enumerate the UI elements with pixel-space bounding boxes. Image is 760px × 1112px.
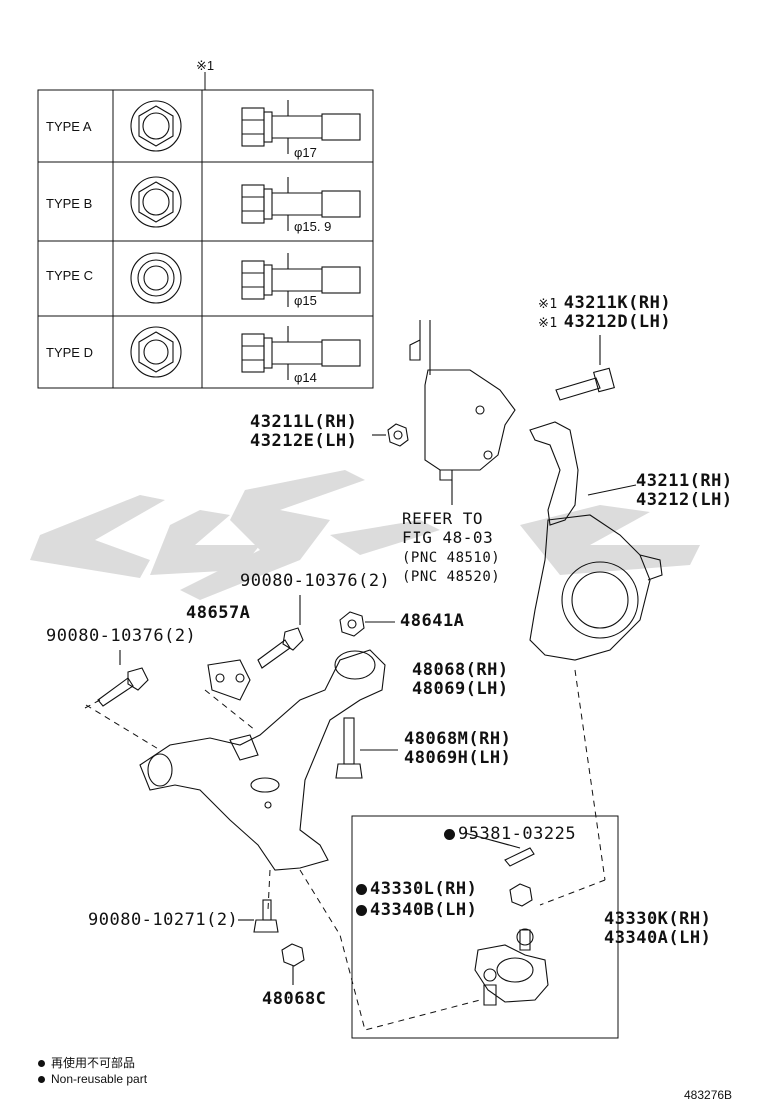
legend-chinese-text: 再使用不可部品: [51, 1056, 136, 1070]
part-43212: 43212(LH): [636, 490, 733, 510]
type-c-label: TYPE C: [46, 268, 93, 283]
type-a-dim: φ17: [294, 145, 317, 160]
part-48068C: 48068C: [262, 989, 327, 1009]
type-a-label: TYPE A: [46, 119, 92, 134]
type-c-dim: φ15: [294, 293, 317, 308]
legend-dot: [38, 1060, 45, 1068]
part-43340B-label: 43340B(LH): [370, 900, 478, 920]
diagram-code: 483276B: [684, 1088, 733, 1102]
part-43330L-label: 43330L(RH): [370, 879, 478, 899]
part-43211: 43211(RH): [636, 471, 733, 491]
part-48069: 48069(LH): [412, 679, 509, 699]
part-48068: 48068(RH): [412, 660, 509, 680]
part-43211K: ※1 43211K(RH): [538, 294, 671, 314]
part-48069H: 48069H(LH): [404, 748, 512, 768]
type-b-label: TYPE B: [46, 196, 93, 211]
legend-dot: [38, 1076, 45, 1084]
refer-line-2: FIG 48-03: [402, 528, 494, 547]
non-reusable-dot: [356, 905, 367, 916]
part-48068M: 48068M(RH): [404, 729, 512, 749]
part-43211L: 43211L(RH): [250, 412, 358, 432]
part-43212E: 43212E(LH): [250, 431, 358, 451]
part-43340A: 43340A(LH): [604, 928, 712, 948]
non-reusable-dot: [356, 884, 367, 895]
part-43212D-label: 43212D(LH): [563, 312, 672, 332]
part-95381: 95381-03225: [444, 825, 576, 843]
legend-chinese: 再使用不可部品: [38, 1054, 135, 1071]
non-reusable-dot: [444, 829, 455, 840]
part-43330L: 43330L(RH): [356, 880, 477, 898]
part-48657A: 48657A: [186, 603, 251, 623]
legend-english-text: Non-reusable part: [51, 1072, 148, 1086]
refer-line-1: REFER TO: [402, 509, 484, 528]
part-48641A: 48641A: [400, 611, 465, 631]
refer-line-4: (PNC 48520): [402, 569, 501, 585]
part-43330K: 43330K(RH): [604, 909, 712, 929]
refer-line-3: (PNC 48510): [402, 550, 501, 566]
part-bolt-90080-10376-left: 90080-10376(2): [46, 626, 197, 646]
part-43211K-label: 43211K(RH): [563, 293, 672, 313]
type-b-dim: φ15. 9: [294, 219, 332, 234]
legend-english: Non-reusable part: [38, 1072, 147, 1086]
type-d-label: TYPE D: [46, 345, 93, 360]
ref-mark-2: ※1: [538, 316, 558, 331]
part-43340B: 43340B(LH): [356, 901, 477, 919]
part-bolt-90080-10271: 90080-10271(2): [88, 910, 239, 930]
part-bolt-90080-10376-right: 90080-10376(2): [240, 571, 391, 591]
type-d-dim: φ14: [294, 370, 317, 385]
part-95381-label: 95381-03225: [458, 824, 577, 844]
ref-mark-1: ※1: [538, 297, 558, 312]
part-43212D: ※1 43212D(LH): [538, 313, 671, 333]
watermark-logo: [30, 470, 700, 600]
reference-mark: ※1: [196, 58, 215, 73]
